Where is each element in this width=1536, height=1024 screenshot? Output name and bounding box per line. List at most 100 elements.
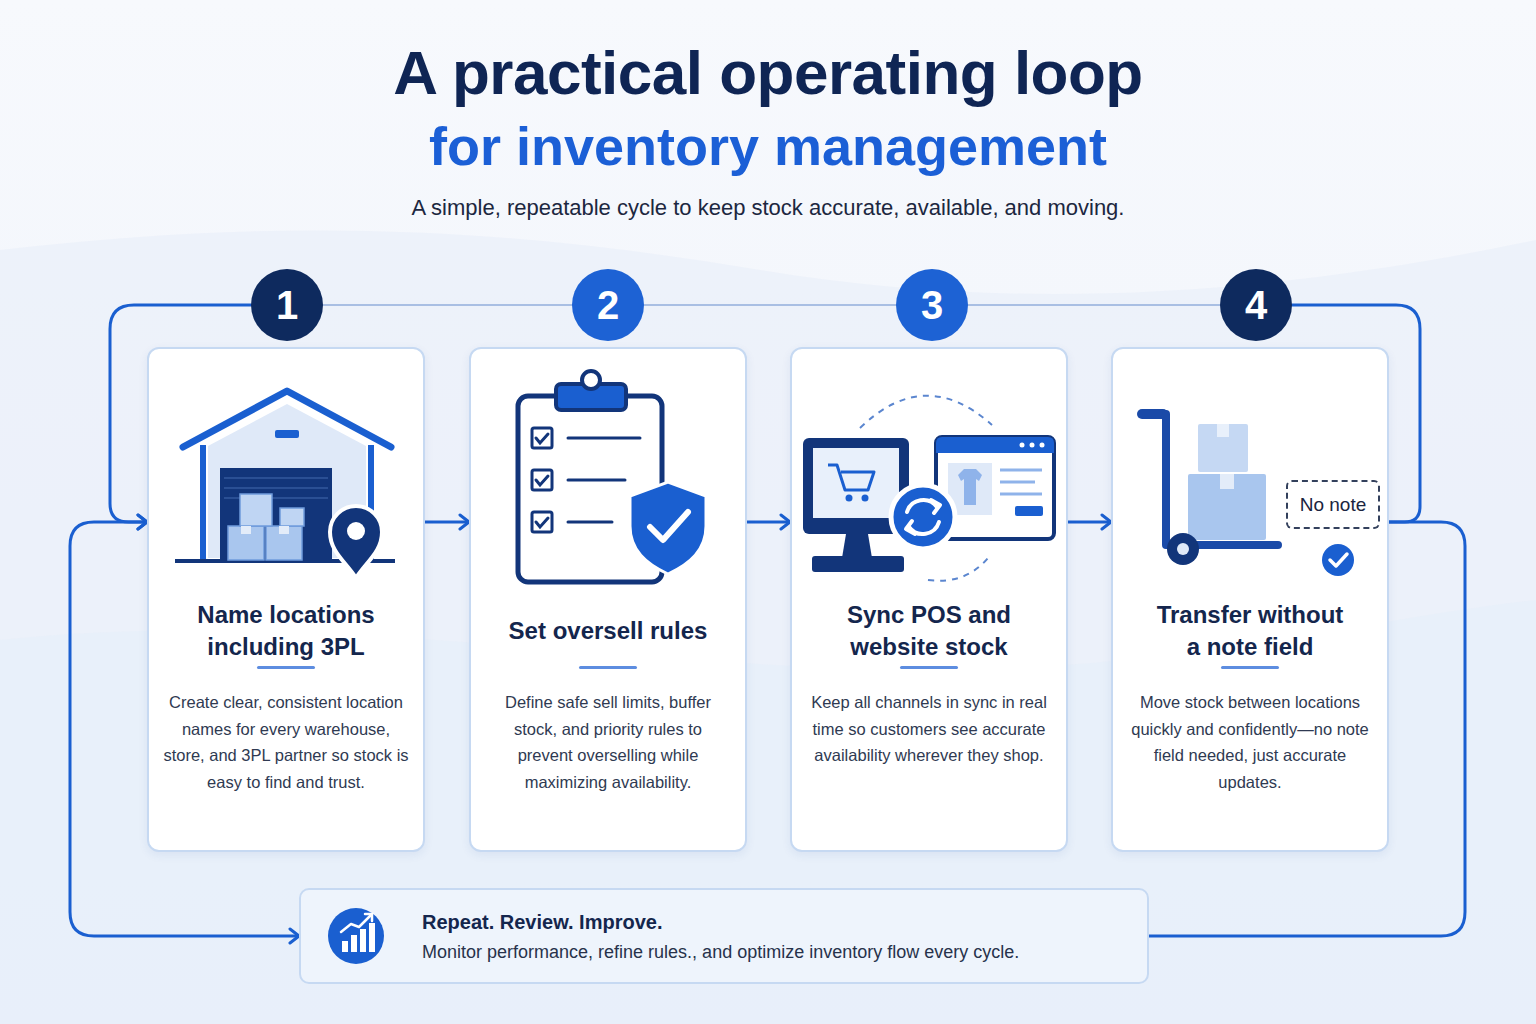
sync-icon-part: [860, 396, 992, 428]
diagram-title: A practical operating loop: [0, 34, 1536, 112]
card-body: Move stock between locations quickly and…: [1113, 689, 1387, 795]
process-card: Name locations including 3PL Create clear…: [147, 347, 425, 852]
hand-truck-icon-part: [1177, 543, 1189, 555]
flow-arrow: [747, 521, 790, 524]
step-number: 3: [921, 283, 943, 327]
warehouse-icon: [175, 391, 395, 578]
warehouse-icon-part: [240, 494, 272, 526]
clipboard-icon-part: [532, 428, 552, 448]
card-body: Create clear, consistent location names …: [149, 689, 423, 795]
sync-icon-part: [931, 500, 940, 513]
process-card: Transfer without a note fieldMove stock …: [1111, 347, 1389, 852]
heading-divider: [900, 666, 958, 669]
step-link-line: [644, 304, 896, 306]
sync-icon-part: [812, 556, 904, 572]
warehouse-icon-part: [347, 522, 365, 540]
card-heading: Sync POS and website stock: [809, 598, 1049, 664]
diagram-caption: A simple, repeatable cycle to keep stock…: [0, 193, 1536, 223]
sync-icon-part: [948, 463, 992, 515]
hand-truck-icon-part: [1188, 474, 1266, 540]
sync-icon-part: [846, 495, 853, 502]
sync-icon-part: [1020, 443, 1025, 448]
clipboard-icon-part: [630, 482, 706, 574]
background-wave-part: [0, 230, 1536, 1024]
hand-truck-icon-part: [1330, 554, 1347, 566]
sync-icon-part: [803, 438, 909, 534]
step-link-line: [968, 304, 1220, 306]
band-heading: Repeat. Review. Improve.: [422, 908, 1127, 936]
clipboard-icon-part: [532, 470, 552, 490]
sync-icon-part: [909, 522, 939, 534]
clipboard-icon-part: [536, 476, 548, 485]
step-circle: 3: [896, 269, 968, 341]
card-heading: Name locations including 3PL: [166, 598, 406, 664]
clipboard-icon-part: [532, 512, 552, 532]
card-body: Define safe sell limits, buffer stock, a…: [471, 689, 745, 795]
sync-icon-part: [1000, 469, 1042, 472]
heading-divider: [257, 666, 315, 669]
warehouse-icon-part: [224, 497, 328, 499]
hand-truck-icon-part: [1322, 544, 1354, 576]
card-body: Keep all channels in sync in real time s…: [792, 689, 1066, 769]
chart-icon-part: [351, 935, 357, 952]
warehouse-icon-part: [280, 508, 304, 526]
step-circle: 2: [572, 269, 644, 341]
sync-icon-part: [1015, 506, 1043, 516]
sync-icon-part: [862, 495, 869, 502]
warehouse-icon-part: [228, 526, 264, 560]
step-number: 1: [276, 283, 298, 327]
chart-icon: [328, 908, 384, 964]
heading-divider: [1221, 666, 1279, 669]
clipboard-icon-part: [556, 384, 626, 410]
step-number: 2: [597, 283, 619, 327]
hand-truck-icon-part: [1198, 424, 1248, 472]
clipboard-icon-part: [568, 437, 640, 440]
sync-icon-part: [906, 521, 915, 534]
warehouse-icon-part: [330, 506, 382, 578]
band-body: Monitor performance, refine rules., and …: [422, 938, 1127, 966]
warehouse-icon-part: [220, 468, 332, 560]
flow-arrow: [1068, 521, 1111, 524]
sync-icon-part: [928, 558, 988, 581]
sync-icon-part: [842, 534, 872, 558]
hand-truck-icon: [1142, 414, 1354, 576]
sync-icon-part: [936, 437, 1054, 539]
hand-truck-icon-part: [1217, 424, 1229, 437]
clipboard-icon-part: [518, 396, 662, 582]
step-number: 4: [1245, 283, 1267, 327]
clipboard-icon-part: [568, 479, 625, 482]
sync-icon-part: [891, 485, 955, 549]
warehouse-icon-part: [208, 404, 366, 558]
warehouse-icon-part: [224, 477, 328, 479]
clipboard-icon-part: [650, 512, 688, 540]
clipboard-icon: [518, 371, 706, 582]
chart-icon-part: [365, 914, 372, 921]
clipboard-icon-part: [536, 518, 548, 527]
background-wave: [0, 230, 1536, 1024]
note-text: No note: [1300, 493, 1367, 517]
process-card: Set oversell rulesDefine safe sell limit…: [469, 347, 747, 852]
card-heading: Transfer without a note field: [1150, 598, 1350, 664]
warehouse-icon-part: [203, 445, 371, 560]
clipboard-icon-part: [582, 371, 600, 389]
step-link-line: [323, 304, 572, 306]
warehouse-icon-part: [224, 487, 328, 489]
warehouse-icon-part: [275, 430, 299, 438]
subtitle-label: for inventory management: [0, 110, 1536, 182]
sync-icon-part: [1030, 443, 1035, 448]
sync-icon-part: [1000, 481, 1035, 484]
chart-icon-part: [341, 915, 371, 932]
sync-icon-part: [1040, 443, 1045, 448]
flow-arrow: [425, 521, 469, 524]
warehouse-icon-part: [183, 391, 391, 447]
sync-icon-part: [958, 469, 982, 505]
chart-icon-part: [328, 908, 384, 964]
card-heading: Set oversell rules: [488, 598, 728, 664]
hand-truck-icon-part: [1220, 474, 1234, 489]
sync-icon-part: [828, 465, 874, 490]
warehouse-icon-part: [175, 559, 395, 563]
sync-icon-part: [813, 448, 899, 518]
chart-icon-part: [360, 929, 366, 952]
